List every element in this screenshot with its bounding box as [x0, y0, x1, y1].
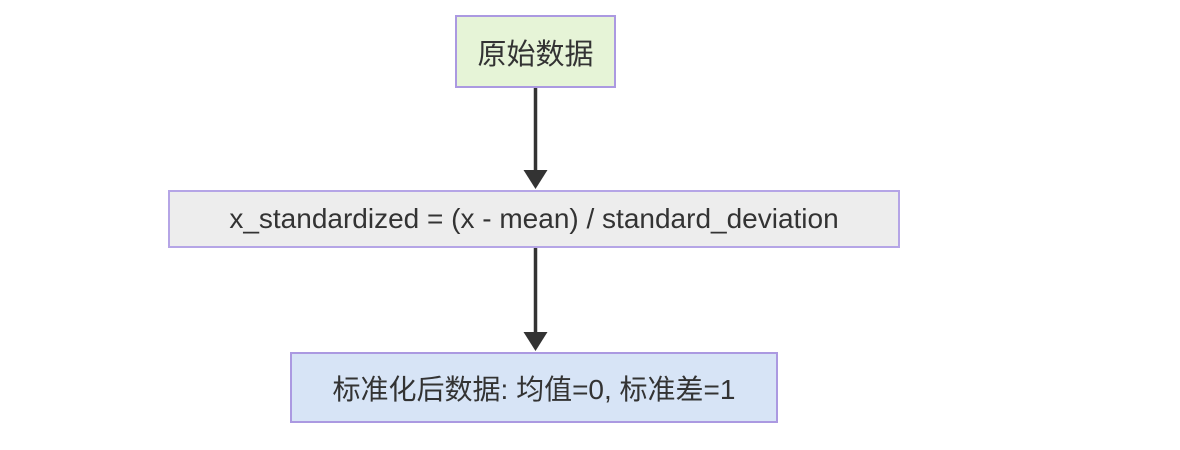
- node-original-data: 原始数据: [455, 15, 616, 88]
- arrow-b-to-c-head: [523, 332, 548, 351]
- node-standardization-formula: x_standardized = (x - mean) / standard_d…: [168, 190, 900, 248]
- arrow-a-to-b: [523, 88, 548, 189]
- arrow-a-to-b-head: [523, 170, 548, 189]
- node-original-data-label: 原始数据: [477, 38, 594, 71]
- arrow-b-to-c: [523, 248, 548, 351]
- node-standardized-result-label: 标准化后数据: 均值=0, 标准差=1: [332, 373, 736, 405]
- node-standardization-formula-label: x_standardized = (x - mean) / standard_d…: [229, 203, 839, 234]
- node-standardized-result: 标准化后数据: 均值=0, 标准差=1: [290, 352, 778, 423]
